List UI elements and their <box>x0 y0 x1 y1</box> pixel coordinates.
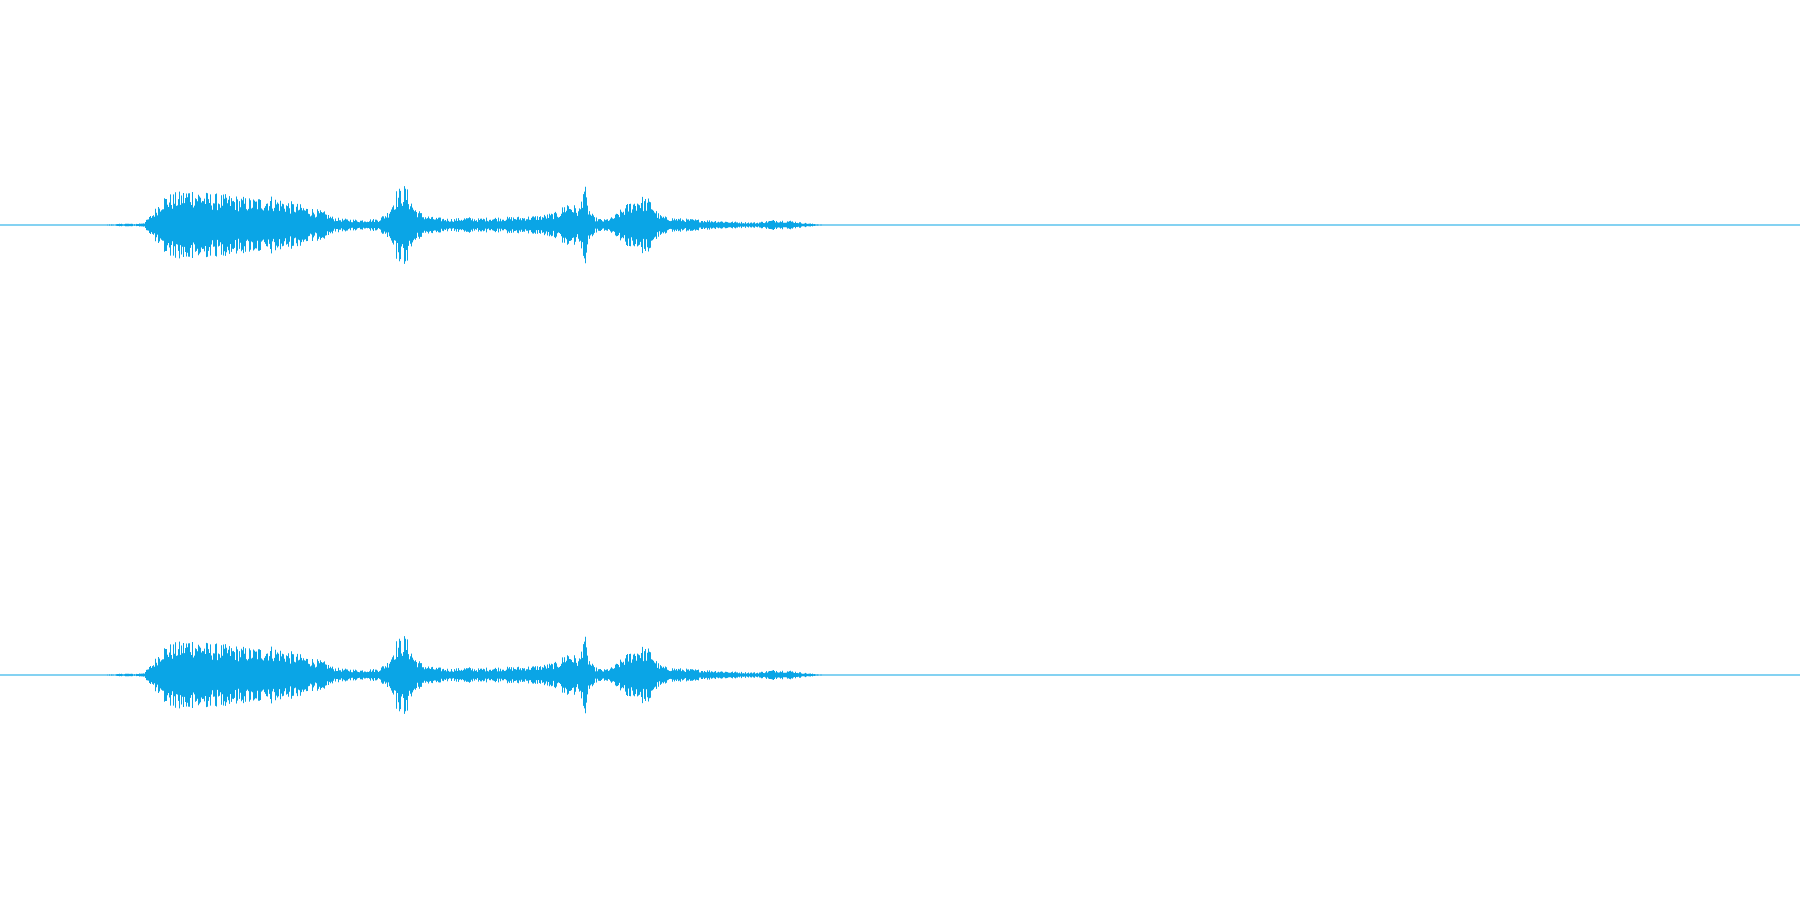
channel-left-svg <box>0 186 1800 264</box>
channel-right-svg <box>0 636 1800 714</box>
channel-left-wave-path <box>92 186 828 264</box>
channel-left-waveform <box>0 186 1800 264</box>
channel-right-wave-path <box>92 636 828 714</box>
channel-right-waveform <box>0 450 1800 900</box>
